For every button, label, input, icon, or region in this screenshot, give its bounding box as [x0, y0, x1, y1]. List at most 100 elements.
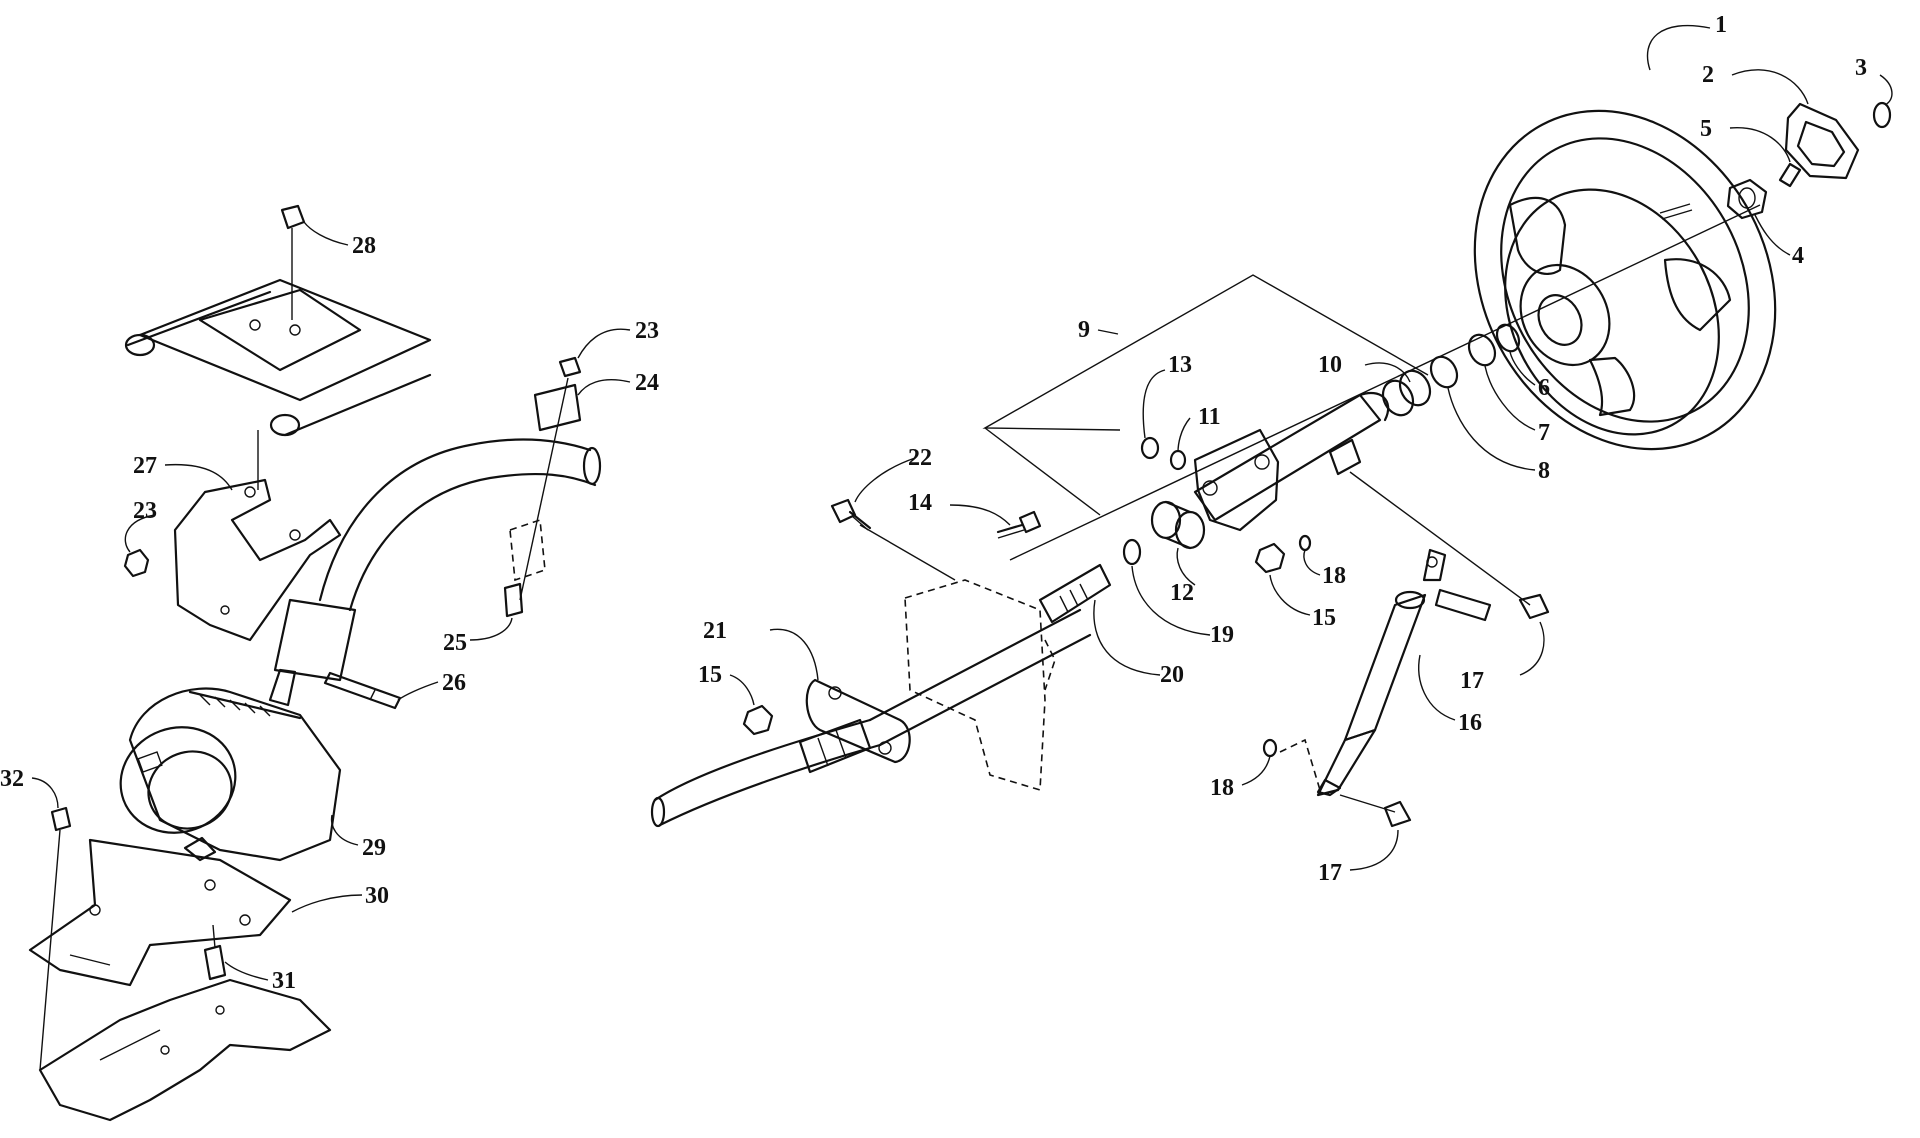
washer-18-upper: [1298, 534, 1312, 552]
floor-pan: [38, 978, 332, 1122]
callout-21: 21: [703, 618, 819, 681]
bushing-11: [1169, 449, 1187, 471]
svg-text:18: 18: [1322, 563, 1346, 589]
assembly-9-bracket: [982, 274, 1429, 431]
svg-text:20: 20: [1160, 662, 1184, 688]
callout-20: 20: [1093, 599, 1184, 688]
svg-text:15: 15: [698, 662, 722, 688]
bolt-14: [996, 510, 1042, 539]
bolt-17-lower: [1339, 794, 1412, 828]
washer-7: [1467, 333, 1497, 367]
pin-26: [323, 671, 402, 710]
svg-text:28: 28: [352, 233, 376, 259]
lock-clip: [1778, 162, 1802, 188]
tilt-housing: [1193, 392, 1390, 532]
callout-23-left: 23: [124, 498, 157, 553]
bolt-32: [39, 806, 72, 1071]
svg-text:22: 22: [908, 445, 932, 471]
callout-15-upper: 15: [1269, 574, 1336, 631]
nut-23-left: [123, 548, 150, 578]
callout-28: 28: [303, 221, 376, 259]
callout-16: 16: [1418, 654, 1482, 736]
flange-plate-21: [805, 678, 911, 764]
svg-text:24: 24: [635, 370, 659, 396]
callout-17-lower: 17: [1318, 829, 1399, 886]
callout-3: 3: [1855, 55, 1893, 106]
horn-pad: [1784, 102, 1860, 180]
steering-wheel: [1473, 109, 1777, 451]
svg-text:23: 23: [133, 498, 157, 524]
callout-11: 11: [1177, 404, 1221, 453]
callout-32: 32: [0, 766, 59, 809]
svg-text:6: 6: [1538, 375, 1550, 401]
wheel-nut: [1726, 178, 1768, 220]
svg-text:2: 2: [1702, 62, 1714, 88]
callout-29: 29: [330, 814, 386, 861]
callout-7: 7: [1484, 365, 1550, 446]
snap-ring-19: [1122, 538, 1142, 566]
svg-text:16: 16: [1458, 710, 1482, 736]
axis-centerline: [1009, 204, 1761, 561]
callout-5: 5: [1700, 116, 1791, 163]
callout-1: 1: [1646, 12, 1727, 71]
bolt-28: [280, 204, 306, 320]
washer-8: [1429, 355, 1459, 389]
steering-shaft: [650, 563, 1112, 828]
callout-13: 13: [1142, 352, 1192, 439]
bushing-13: [1140, 436, 1160, 460]
mounting-plate-dashed: [904, 579, 1056, 792]
svg-text:23: 23: [635, 318, 659, 344]
svg-text:27: 27: [133, 453, 157, 479]
svg-text:29: 29: [362, 835, 386, 861]
svg-text:3: 3: [1855, 55, 1867, 81]
upper-frame: [124, 278, 432, 437]
callout-8: 8: [1447, 387, 1550, 484]
bracket-27: [173, 430, 342, 642]
callout-30: 30: [291, 883, 389, 913]
svg-text:12: 12: [1170, 580, 1194, 606]
svg-text:32: 32: [0, 766, 24, 792]
callout-27: 27: [133, 453, 233, 491]
svg-text:14: 14: [908, 490, 932, 516]
bracket-30: [28, 838, 292, 987]
svg-text:17: 17: [1318, 860, 1342, 886]
callout-10: 10: [1318, 352, 1411, 383]
svg-text:26: 26: [442, 670, 466, 696]
nut-15-upper: [1254, 542, 1286, 574]
svg-text:21: 21: [703, 618, 727, 644]
callout-18-upper: 18: [1303, 549, 1346, 589]
svg-text:4: 4: [1792, 243, 1804, 269]
callout-31: 31: [224, 961, 296, 994]
clip-24: [509, 356, 582, 601]
intermediate-tube: [273, 438, 602, 682]
callout-25: 25: [443, 617, 513, 656]
callout-17-upper: 17: [1460, 621, 1545, 694]
callout-23-upper: 23: [577, 318, 659, 359]
svg-text:10: 10: [1318, 352, 1342, 378]
eps-unit: [119, 668, 342, 862]
svg-text:11: 11: [1198, 404, 1221, 430]
gas-strut: [1316, 548, 1492, 797]
svg-text:9: 9: [1078, 317, 1090, 343]
callout-9: 9: [1078, 317, 1119, 343]
washer-18-lower: [1262, 738, 1278, 758]
svg-text:8: 8: [1538, 458, 1550, 484]
callout-12: 12: [1170, 547, 1196, 606]
nut-15-lower: [742, 704, 774, 736]
callout-22: 22: [854, 445, 932, 503]
svg-text:17: 17: [1460, 668, 1484, 694]
callout-2: 2: [1702, 62, 1809, 105]
emblem-cap: [1872, 101, 1892, 129]
svg-text:5: 5: [1700, 116, 1712, 142]
washer-6: [1495, 323, 1521, 353]
svg-text:13: 13: [1168, 352, 1192, 378]
svg-text:18: 18: [1210, 775, 1234, 801]
svg-text:19: 19: [1210, 622, 1234, 648]
callout-24: 24: [577, 370, 659, 396]
callout-18-lower: 18: [1210, 755, 1271, 801]
callout-19: 19: [1131, 565, 1234, 648]
svg-text:31: 31: [272, 968, 296, 994]
callout-6: 6: [1509, 351, 1550, 401]
svg-text:30: 30: [365, 883, 389, 909]
